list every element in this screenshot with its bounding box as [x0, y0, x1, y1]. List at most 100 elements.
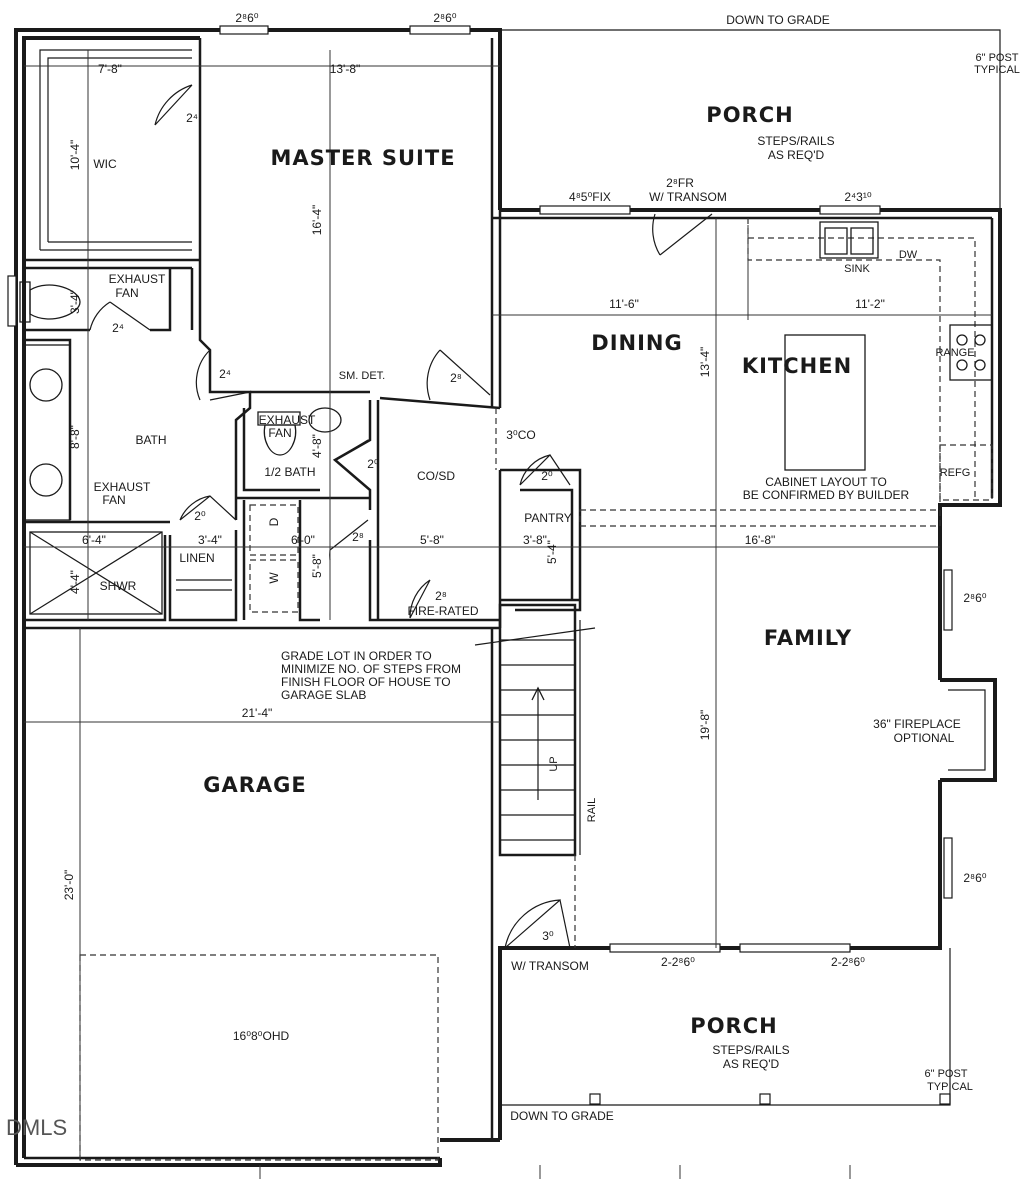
room-half-bath: 1/2 BATH: [264, 465, 315, 479]
room-pantry: PANTRY: [524, 511, 572, 525]
dim-master-depth: 16'-4": [310, 205, 324, 236]
dim-pantry-depth: 5'-4": [545, 540, 559, 564]
note-cabinet-2: BE CONFIRMED BY BUILDER: [743, 488, 910, 502]
note-w-transom-top: W/ TRANSOM: [649, 190, 727, 204]
watermark: DMLS: [6, 1115, 67, 1140]
note-w-transom-bottom: W/ TRANSOM: [511, 959, 589, 973]
interior-walls: [24, 38, 582, 1160]
room-wic: WIC: [93, 157, 117, 171]
note-window-fix: 4⁸5⁰FIX: [569, 190, 611, 204]
note-win-top-2: 2⁸6⁰: [433, 11, 456, 25]
room-master-suite: MASTER SUITE: [270, 146, 455, 170]
note-win-top-1: 2⁸6⁰: [235, 11, 258, 25]
note-exhaust-fan-2a: EXHAUST: [94, 480, 151, 494]
note-ohd: 16⁰8⁰OHD: [233, 1029, 290, 1043]
dim-shwr-width: 6'-4": [82, 533, 106, 547]
dim-bath-depth: 8'-8": [68, 425, 82, 449]
note-door-fr: 2⁸FR: [666, 176, 694, 190]
note-win-bottom-1: 2-2⁸6⁰: [661, 955, 695, 969]
note-up: UP: [548, 756, 560, 771]
room-dining: DINING: [591, 331, 682, 355]
room-labels: PORCH MASTER SUITE DINING KITCHEN FAMILY…: [93, 103, 852, 1038]
note-post-bottom-1: 6" POST: [924, 1068, 967, 1080]
note-dryer: D: [267, 517, 281, 526]
door-label-7: 2⁸: [352, 530, 364, 544]
dim-wic-depth: 10'-4": [68, 140, 82, 171]
note-sink: SINK: [844, 263, 870, 275]
door-label-1: 2⁴: [186, 111, 198, 125]
room-garage: GARAGE: [203, 773, 307, 797]
room-co-sd: CO/SD: [417, 469, 455, 483]
note-dw: DW: [899, 249, 918, 261]
room-linen: LINEN: [179, 551, 214, 565]
note-win-right-1: 2⁸6⁰: [963, 591, 986, 605]
dim-laundry-width: 6'-0": [291, 533, 315, 547]
door-labels: 2⁴ 2⁴ 2⁴ 2⁸ 2⁰ 2⁰ 2⁸ 2⁰ 2⁸ 3⁰CO 3⁰: [112, 111, 554, 943]
note-range: RANGE: [935, 347, 974, 359]
note-post-bottom-2: TYPICAL: [927, 1081, 973, 1093]
note-grade-4: GARAGE SLAB: [281, 688, 366, 702]
note-win-right-2: 2⁸6⁰: [963, 871, 986, 885]
note-rail: RAIL: [586, 798, 598, 822]
windows: [7, 25, 953, 953]
dimension-lines: [24, 50, 992, 1179]
porch-bottom: [499, 948, 951, 1106]
door-label-3: 2⁴: [219, 367, 231, 381]
note-kitchen-window: 2⁴3¹⁰: [844, 190, 872, 204]
door-label-9: 2⁸: [435, 589, 447, 603]
note-steps-bottom-1: STEPS/RAILS: [712, 1043, 789, 1057]
note-steps-top-1: STEPS/RAILS: [757, 134, 834, 148]
door-label-5: 2⁰: [367, 457, 379, 471]
dim-garage-depth: 23'-0": [62, 870, 76, 901]
note-refg: REFG: [940, 467, 971, 479]
note-grade-1: GRADE LOT IN ORDER TO: [281, 649, 432, 663]
door-label-2: 2⁴: [112, 321, 124, 335]
room-family: FAMILY: [764, 626, 852, 650]
dim-laundry-depth: 5'-8": [310, 554, 324, 578]
room-bath: BATH: [135, 433, 166, 447]
dim-kitchen-depth: 13'-4": [698, 347, 712, 378]
room-porch-top: PORCH: [706, 103, 793, 127]
note-washer: W: [267, 572, 281, 584]
dim-master-width: 13'-8": [330, 62, 361, 76]
note-exhaust-fan-3a: EXHAUST: [259, 413, 316, 427]
door-label-11: 3⁰: [542, 929, 554, 943]
note-cabinet-1: CABINET LAYOUT TO: [765, 475, 887, 489]
door-label-6: 2⁰: [194, 509, 206, 523]
door-label-4: 2⁸: [450, 371, 462, 385]
note-post-top-1: 6" POST: [975, 52, 1018, 64]
notes: DOWN TO GRADE 6" POST TYPICAL STEPS/RAIL…: [6, 11, 1020, 1140]
dim-hall-width: 5'-8": [420, 533, 444, 547]
dim-garage-width: 21'-4": [242, 706, 273, 720]
note-steps-top-2: AS REQ'D: [768, 148, 825, 162]
note-exhaust-fan-1b: FAN: [115, 286, 138, 300]
note-grade-2: MINIMIZE NO. OF STEPS FROM: [281, 662, 461, 676]
note-fire-rated: FIRE-RATED: [407, 604, 478, 618]
note-down-to-grade-top: DOWN TO GRADE: [726, 13, 830, 27]
porch-top: [500, 29, 1001, 210]
note-exhaust-fan-3b: FAN: [268, 426, 291, 440]
door-label-8: 2⁰: [541, 469, 553, 483]
dim-pantry-width: 3'-8": [523, 533, 547, 547]
room-shwr: SHWR: [100, 579, 137, 593]
dim-family-depth: 19'-8": [698, 710, 712, 741]
dim-half-bath-depth: 4'-8": [310, 434, 324, 458]
note-exhaust-fan-2b: FAN: [102, 493, 125, 507]
note-post-top-2: TYPICAL: [974, 64, 1020, 76]
note-steps-bottom-2: AS REQ'D: [723, 1057, 780, 1071]
dimension-labels: 7'-8" 13'-8" 10'-4" 16'-4" 3'-4" 8'-8" 4…: [62, 62, 885, 900]
doors: [89, 84, 713, 949]
room-kitchen: KITCHEN: [742, 354, 852, 378]
note-fireplace-2: OPTIONAL: [894, 731, 955, 745]
dim-shwr-depth: 4'-4": [68, 570, 82, 594]
dim-wc-depth: 3'-4": [68, 290, 82, 314]
room-porch-bottom: PORCH: [690, 1014, 777, 1038]
note-exhaust-fan-1a: EXHAUST: [109, 272, 166, 286]
note-grade-3: FINISH FLOOR OF HOUSE TO: [281, 675, 451, 689]
dim-wic-width: 7'-8": [98, 62, 122, 76]
note-fireplace-1: 36" FIREPLACE: [873, 717, 961, 731]
dim-dining-width: 11'-6": [609, 297, 639, 311]
note-sm-det: SM. DET.: [339, 370, 385, 382]
note-down-to-grade-bottom: DOWN TO GRADE: [510, 1109, 614, 1123]
